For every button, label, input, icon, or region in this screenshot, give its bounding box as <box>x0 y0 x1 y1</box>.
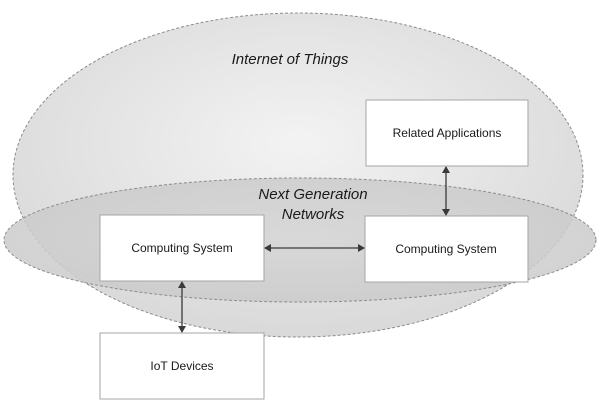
computing-system-left-node[interactable]: Computing System <box>99 214 265 282</box>
related-applications-node[interactable]: Related Applications <box>365 99 529 167</box>
computing-system-right-label: Computing System <box>395 242 496 256</box>
related-applications-label: Related Applications <box>393 126 502 140</box>
iot-region-label: Internet of Things <box>232 51 349 68</box>
iot-devices-node[interactable]: IoT Devices <box>99 332 265 400</box>
related-applications-box <box>365 99 529 167</box>
computing-system-right-node[interactable]: Computing System <box>364 215 529 283</box>
computing-system-left-label: Computing System <box>131 241 232 255</box>
iot-devices-box <box>99 332 265 400</box>
ngn-region-label-line2: Networks <box>282 206 345 223</box>
ngn-region-label-line1: Next Generation <box>258 186 367 203</box>
computing-system-right-box <box>364 215 529 283</box>
computing-system-left-box <box>99 214 265 282</box>
iot-devices-label: IoT Devices <box>150 359 213 373</box>
